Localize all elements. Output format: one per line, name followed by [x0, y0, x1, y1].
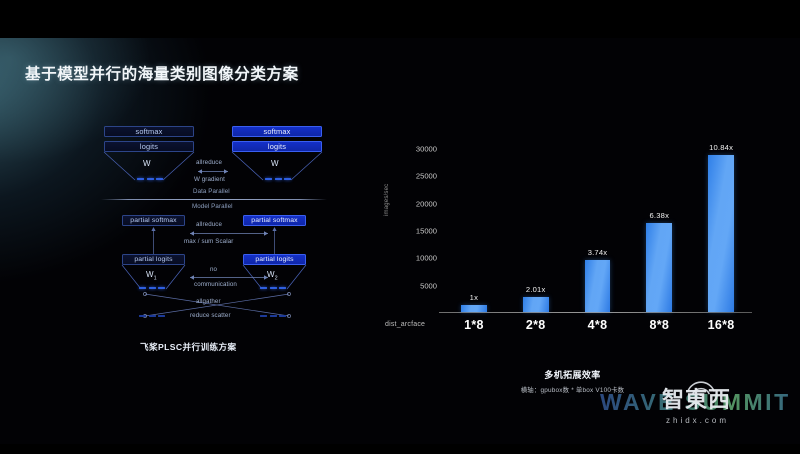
- chart-y-tick: 5000: [420, 281, 437, 291]
- letterbox-top: [0, 0, 800, 38]
- chart-x-axis-label: dist_arcface: [385, 321, 426, 328]
- chart-y-axis-ticks: 5000 10000 15000 20000 25000 30000: [393, 138, 437, 313]
- chart-bar: 3.74x: [584, 137, 611, 312]
- partial-shards-left: [139, 287, 165, 289]
- funnel-right-bottom: [242, 264, 307, 290]
- chart-bar-value-label: 6.38x: [649, 210, 670, 220]
- letterbox-bottom: [0, 444, 800, 454]
- funnel-left-bottom: [121, 264, 186, 290]
- chart-y-tick: 10000: [415, 253, 437, 263]
- chart-bar-value-label: 10.84x: [709, 143, 734, 153]
- chart-y-tick: 25000: [415, 171, 437, 181]
- diagram-box-partial-logits-right: partial logits: [243, 254, 306, 265]
- watermark-wave-summit: WAVE SUMMIT: [600, 389, 791, 415]
- chart-x-tick: 1*8: [464, 318, 484, 332]
- arrow-up-right: [271, 226, 278, 258]
- chart-x-tick: 4*8: [587, 318, 608, 332]
- output-shards-left: [139, 315, 165, 317]
- arrow-no-communication: [187, 274, 271, 281]
- diagram-caption: 飞桨PLSC并行训练方案: [140, 342, 237, 352]
- chart-bar-rect: [584, 260, 611, 312]
- weight-shards-left: [137, 178, 163, 180]
- chart-y-tick: 15000: [415, 226, 437, 236]
- diagram-box-partial-softmax-left: partial softmax: [122, 215, 185, 226]
- arrow-allreduce-mid: [187, 230, 271, 237]
- diagram-box-logits-right: logits: [232, 141, 322, 152]
- chart-bar-rect: [646, 222, 673, 312]
- watermark-brand-cn: 智東西: [662, 387, 732, 412]
- chart-bar: 1x: [460, 137, 487, 312]
- chart-bar: 2.01x: [522, 137, 549, 312]
- wifi-icon: [687, 381, 715, 396]
- funnel-right-top: [231, 151, 323, 181]
- parallel-training-diagram: softmax logits softmax logits W W: [95, 126, 340, 326]
- chart-bar-value-label: 3.74x: [587, 248, 608, 258]
- watermark: WAVE SUMMIT 智東西 zhidx.com: [600, 378, 788, 426]
- chart-bar-rect: [460, 304, 487, 312]
- chart-x-tick: 8*8: [649, 318, 670, 332]
- chart-bar: 10.84x: [708, 137, 735, 312]
- diagram-label-allreduce-top: allreduce: [196, 159, 223, 166]
- chart-x-tick: 2*8: [525, 318, 546, 332]
- diagram-label-w-left: W: [143, 159, 151, 168]
- diagram-label-allgather: allgather: [196, 298, 221, 305]
- scaling-efficiency-bar-chart: images/sec 5000 10000 15000 20000 25000 30000…: [384, 137, 760, 363]
- diagram-label-w-gradient: W gradient: [194, 176, 225, 183]
- arrow-allreduce-top: [195, 168, 231, 175]
- chart-caption: 多机拓展效率 横轴：gpubox数 * 单box V100卡数: [385, 368, 760, 394]
- diagram-label-w2: W2: [267, 270, 278, 282]
- chart-x-axis-ticks: 1*8 2*8 4*8 8*8 16*8: [443, 318, 752, 338]
- chart-y-tick: 30000: [415, 144, 437, 154]
- partial-shards-right: [260, 287, 286, 289]
- arrow-up-left: [150, 226, 157, 258]
- diagram-label-max-sum-scalar: max / sum Scalar: [184, 238, 234, 245]
- diagram-box-logits-left: logits: [104, 141, 194, 152]
- chart-bar-value-label: 1x: [469, 292, 479, 302]
- diagram-label-data-parallel: Data Parallel: [193, 188, 230, 195]
- chart-y-tick: 20000: [415, 199, 437, 209]
- chart-bar-rect: [708, 155, 735, 312]
- diagram-label-no: no: [210, 266, 218, 273]
- diagram-label-w1: W1: [146, 270, 157, 282]
- diagram-divider: [101, 199, 327, 200]
- chart-caption-sub: 横轴：gpubox数 * 单box V100卡数: [520, 387, 625, 394]
- chart-bar-rect: [522, 297, 549, 312]
- chart-bar-value-label: 2.01x: [525, 285, 546, 295]
- chart-plot-area: 1x 2.01x 3.74x 6.38x 10.84x: [439, 137, 752, 313]
- page-title: 基于模型并行的海量类别图像分类方案: [25, 66, 299, 83]
- diagram-label-model-parallel: Model Parallel: [192, 203, 233, 210]
- output-shards-right: [260, 315, 286, 317]
- diagram-label-reduce-scatter: reduce scatter: [190, 312, 231, 319]
- chart-x-tick: 16*8: [707, 318, 735, 332]
- diagram-label-communication: communication: [194, 281, 237, 288]
- diagram-box-softmax-right: softmax: [232, 126, 322, 137]
- chart-y-axis-label: images/sec: [384, 183, 390, 216]
- diagram-box-partial-softmax-right: partial softmax: [243, 215, 306, 226]
- diagram-box-partial-logits-left: partial logits: [122, 254, 185, 265]
- chart-caption-main: 多机拓展效率: [544, 370, 601, 380]
- diagram-box-softmax-left: softmax: [104, 126, 194, 137]
- diagram-label-w-right: W: [271, 159, 279, 168]
- funnel-left-top: [103, 151, 195, 181]
- watermark-url: zhidx.com: [666, 416, 730, 425]
- chart-x-axis-line: [439, 312, 752, 313]
- slide-canvas: 基于模型并行的海量类别图像分类方案 softmax logits softmax…: [0, 38, 800, 444]
- weight-shards-right: [265, 178, 291, 180]
- chart-bar: 6.38x: [646, 137, 673, 312]
- diagram-label-allreduce-mid: allreduce: [196, 221, 223, 228]
